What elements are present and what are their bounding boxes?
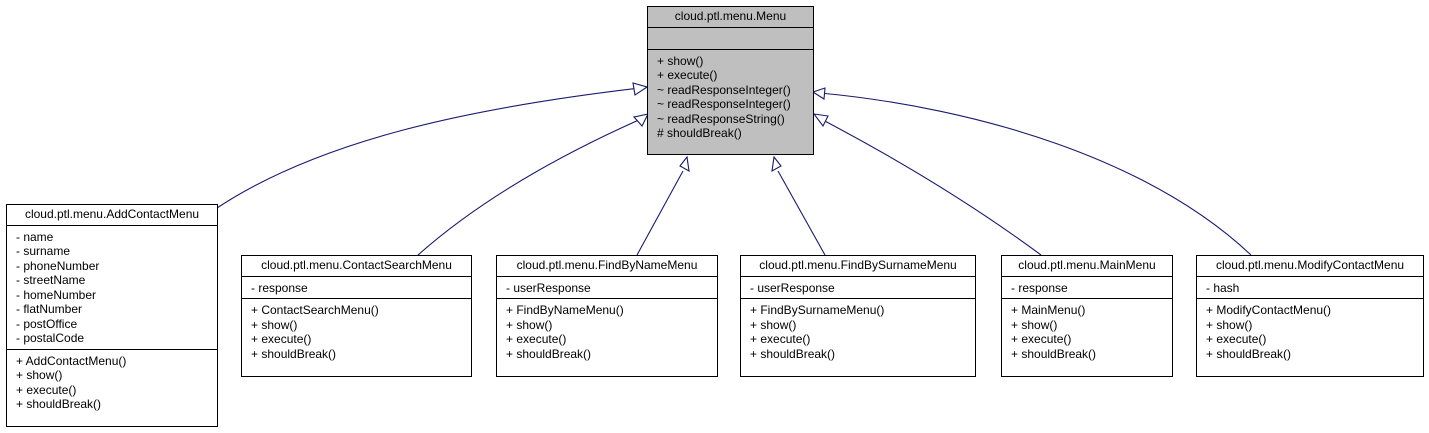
class-name: cloud.ptl.menu.AddContactMenu [7, 205, 217, 226]
method: + show() [1206, 317, 1253, 332]
methods-section: + FindByNameMenu() + show() + execute() … [497, 299, 717, 364]
inheritance-arrowhead [812, 113, 829, 128]
method: + ModifyContactMenu() [1206, 303, 1332, 317]
method: + FindBySurnameMenu() [750, 303, 885, 317]
attribute: - response [1011, 280, 1068, 295]
attribute: - surname [16, 244, 71, 258]
edge-modifycontact-to-menu [819, 92, 1252, 256]
method: + shouldBreak() [750, 346, 836, 361]
attribute: - flatNumber [16, 302, 83, 316]
attributes-section: - hash [1197, 277, 1423, 299]
inheritance-arrowhead [811, 87, 826, 100]
method: + execute() [657, 68, 718, 82]
method: + shouldBreak() [506, 346, 592, 361]
method: + execute() [1206, 332, 1267, 346]
inheritance-arrowhead [679, 155, 690, 173]
method: + FindByNameMenu() [506, 303, 624, 317]
method: + show() [16, 368, 63, 382]
class-name: cloud.ptl.menu.MainMenu [1002, 256, 1172, 277]
attribute: - phoneNumber [16, 258, 100, 273]
class-name: cloud.ptl.menu.Menu [648, 7, 813, 28]
class-box-findbynamemenu[interactable]: cloud.ptl.menu.FindByNameMenu - userResp… [496, 255, 718, 377]
method: ~ readResponseInteger() [657, 82, 791, 97]
inheritance-arrowhead [632, 113, 650, 127]
class-box-findbysurnamemenu[interactable]: cloud.ptl.menu.FindBySurnameMenu - userR… [740, 255, 976, 377]
class-box-menu[interactable]: cloud.ptl.menu.Menu + show() + execute()… [647, 6, 814, 155]
method: ~ readResponseString() [657, 111, 785, 126]
methods-section: + ContactSearchMenu() + show() + execute… [242, 299, 471, 364]
method: # shouldBreak() [657, 126, 742, 140]
method: + AddContactMenu() [16, 353, 127, 368]
attribute: - userResponse [506, 280, 591, 295]
edge-findbysurname-to-menu [777, 170, 826, 256]
inheritance-arrowhead [632, 82, 649, 96]
edge-findbyname-to-menu [636, 170, 684, 256]
methods-section: + MainMenu() + show() + execute() + shou… [1002, 299, 1172, 364]
edge-contactsearch-to-menu [417, 118, 642, 256]
attribute: - userResponse [750, 280, 835, 295]
attribute: - homeNumber [16, 287, 97, 302]
method: ~ readResponseInteger() [657, 97, 791, 111]
class-name: cloud.ptl.menu.ModifyContactMenu [1197, 256, 1423, 277]
attributes-section: - userResponse [741, 277, 975, 299]
methods-section: + show() + execute() ~ readResponseInteg… [648, 50, 813, 144]
attribute: - hash [1206, 280, 1240, 295]
class-name: cloud.ptl.menu.ContactSearchMenu [242, 256, 471, 277]
methods-section: + FindBySurnameMenu() + show() + execute… [741, 299, 975, 364]
class-box-mainmenu[interactable]: cloud.ptl.menu.MainMenu - response + Mai… [1001, 255, 1173, 377]
edge-addcontact-to-menu [216, 87, 641, 209]
class-box-contactsearchmenu[interactable]: cloud.ptl.menu.ContactSearchMenu - respo… [241, 255, 472, 377]
method: + shouldBreak() [16, 397, 102, 411]
class-box-addcontactmenu[interactable]: cloud.ptl.menu.AddContactMenu - name - s… [6, 204, 218, 427]
class-name: cloud.ptl.menu.FindBySurnameMenu [741, 256, 975, 277]
attribute: - name [16, 229, 54, 244]
class-name: cloud.ptl.menu.FindByNameMenu [497, 256, 717, 277]
edge-mainmenu-to-menu [820, 118, 1042, 256]
method: + show() [506, 317, 553, 332]
method: + show() [251, 317, 298, 332]
attributes-section: - name - surname - phoneNumber - streetN… [7, 226, 217, 350]
method: + ContactSearchMenu() [251, 303, 379, 317]
method: + MainMenu() [1011, 303, 1086, 317]
attributes-section: - response [242, 277, 471, 299]
method: + shouldBreak() [1011, 346, 1097, 361]
method: + execute() [251, 332, 312, 346]
attribute: - postalCode [16, 331, 85, 345]
class-box-modifycontactmenu[interactable]: cloud.ptl.menu.ModifyContactMenu - hash … [1196, 255, 1424, 377]
method: + execute() [750, 332, 811, 346]
attributes-section-empty [648, 28, 813, 50]
method: + show() [1011, 317, 1058, 332]
method: + show() [657, 53, 704, 68]
attributes-section: - response [1002, 277, 1172, 299]
methods-section: + ModifyContactMenu() + show() + execute… [1197, 299, 1423, 364]
method: + execute() [1011, 332, 1072, 346]
attribute: - postOffice [16, 316, 78, 331]
attributes-section: - userResponse [497, 277, 717, 299]
attribute: - response [251, 280, 308, 295]
attribute: - streetName [16, 273, 86, 287]
method: + execute() [16, 382, 77, 397]
inheritance-arrowhead [771, 155, 782, 173]
methods-section: + AddContactMenu() + show() + execute() … [7, 350, 217, 415]
method: + shouldBreak() [251, 346, 337, 361]
method: + shouldBreak() [1206, 346, 1292, 361]
method: + execute() [506, 332, 567, 346]
method: + show() [750, 317, 797, 332]
